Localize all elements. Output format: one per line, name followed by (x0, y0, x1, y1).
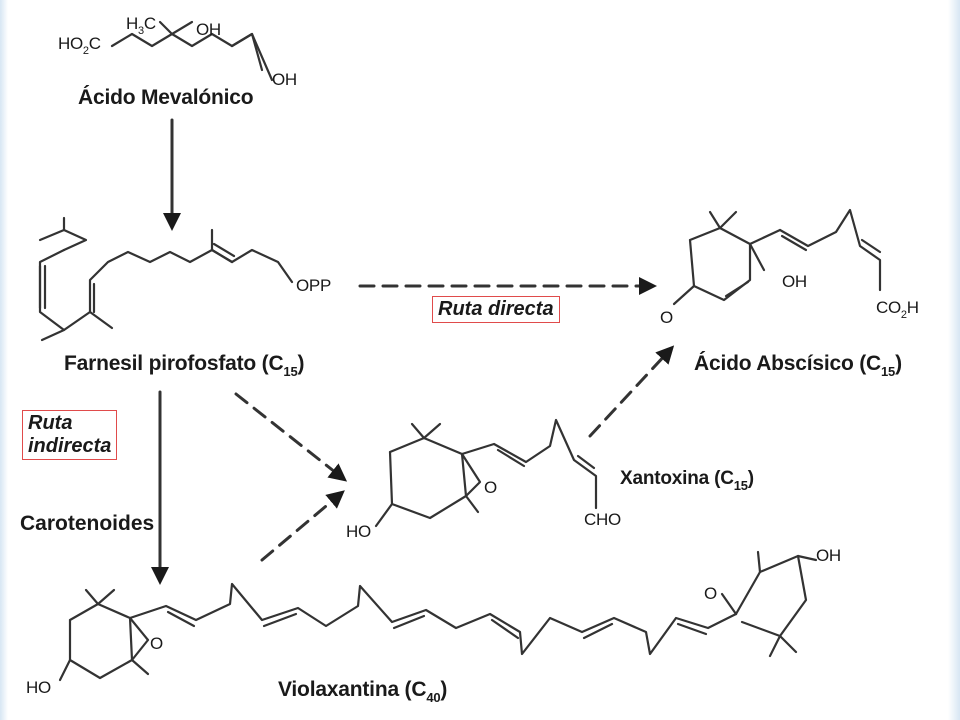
arrow-violaxanthin-to-xanthoxin (260, 490, 345, 562)
atom-aba-o: O (660, 308, 673, 327)
farnesyl-label: Farnesil pirofosfato (C15) (64, 352, 305, 379)
atom-opp: OPP (296, 276, 332, 295)
direct-route-label: Ruta directa (432, 296, 560, 323)
atom-h3c: H3C (126, 14, 156, 37)
violaxanthin-structure (58, 550, 818, 682)
atom-oh-chain: OH (272, 70, 297, 89)
arrow-farnesyl-to-xanthoxin (234, 392, 348, 482)
atom-xan-ho: HO (346, 522, 371, 541)
violaxanthin-label: Violaxantina (C40) (278, 678, 448, 705)
atom-xan-cho: CHO (584, 510, 621, 529)
atom-aba-oh: OH (782, 272, 807, 291)
farnesyl-pyrophosphate-structure (38, 216, 294, 342)
abscisic-acid-label: Ácido Abscísico (C15) (694, 352, 902, 379)
mevalonic-acid-label: Ácido Mevalónico (78, 86, 254, 109)
atom-vio-o-right: O (704, 584, 717, 603)
xanthoxin-label: Xantoxina (C15) (620, 468, 754, 493)
atom-xan-o: O (484, 478, 497, 497)
right-edge-shade (948, 0, 960, 720)
abscisic-acid-structure (672, 208, 882, 306)
atom-oh-top: OH (196, 20, 221, 39)
xanthoxin-structure (374, 418, 598, 528)
atom-vio-oh: OH (816, 546, 841, 565)
left-edge-shade (0, 0, 8, 720)
atom-vio-o-left: O (150, 634, 163, 653)
atom-vio-ho: HO (26, 678, 51, 697)
atom-ho2c: HO2C (58, 34, 101, 57)
indirect-route-label: Ruta indirecta (22, 410, 118, 460)
carotenoids-label: Carotenoides (20, 512, 155, 535)
atom-aba-co2h: CO2H (876, 298, 919, 321)
arrow-xanthoxin-to-abscisic (588, 345, 675, 438)
mevalonic-acid-structure (110, 20, 274, 82)
